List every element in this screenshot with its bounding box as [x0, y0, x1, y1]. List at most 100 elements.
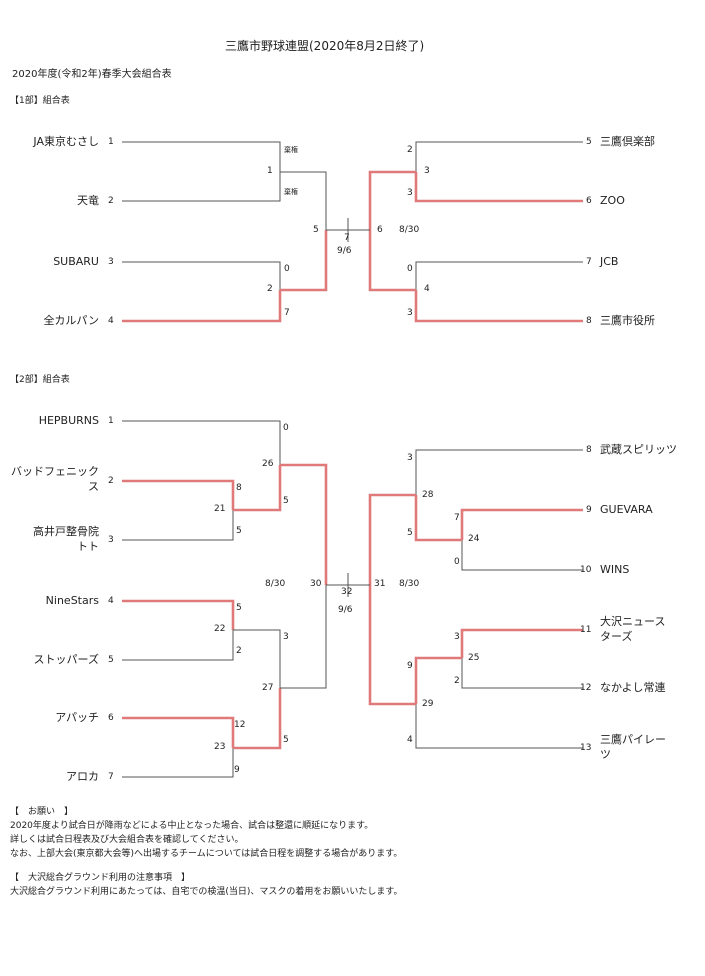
- team-seed: 8: [586, 445, 592, 455]
- match-number: 22: [214, 624, 226, 634]
- match-number: 1: [267, 166, 273, 176]
- page-subtitle: 2020年度(令和2年)春季大会組合表: [12, 69, 172, 80]
- match-number: 24: [468, 534, 480, 544]
- team-seed: 13: [580, 743, 592, 753]
- match-number: 3: [424, 166, 430, 176]
- team-name-cont: トト: [77, 540, 99, 553]
- score: 2: [407, 145, 413, 155]
- score: 12: [234, 720, 246, 730]
- team-name: アパッチ: [55, 711, 99, 724]
- team-seed: 6: [586, 196, 592, 206]
- team-name: 三鷹倶楽部: [600, 135, 655, 148]
- team-name: 全カルパン: [43, 314, 99, 327]
- team-name: 三鷹パイレー: [600, 733, 666, 746]
- team-name: なかよし常連: [600, 681, 666, 694]
- team-seed: 5: [586, 137, 592, 147]
- team-name-cont: ス: [88, 480, 99, 493]
- score: 3: [407, 188, 413, 198]
- notes-heading: 【 お願い 】: [10, 807, 74, 817]
- semifinal-date: 8/30: [265, 579, 286, 589]
- team-name: アロカ: [66, 770, 99, 783]
- team-seed: 10: [580, 565, 592, 575]
- team-name: NineStars: [45, 594, 99, 607]
- score: 7: [284, 308, 290, 318]
- div2-label: 【2部】組合表: [10, 375, 70, 385]
- match-number: 5: [313, 225, 319, 235]
- team-seed: 11: [580, 625, 592, 635]
- team-seed: 12: [580, 683, 592, 693]
- score: 5: [236, 603, 242, 613]
- page-title: 三鷹市野球連盟(2020年8月2日終了): [225, 39, 425, 53]
- score: 2: [454, 676, 460, 686]
- team-name: JA東京むさし: [33, 135, 99, 148]
- notes-line: なお、上部大会(東京都大会等)へ出場するチームについては試合日程を調整する場合が…: [10, 849, 403, 859]
- match-number: 27: [262, 683, 274, 693]
- score: 5: [283, 735, 289, 745]
- team-seed: 3: [108, 535, 114, 545]
- final-score: 32: [341, 587, 353, 597]
- div1-right-lines: [348, 141, 583, 323]
- match-number: 4: [424, 284, 430, 294]
- div1-label: 【1部】組合表: [10, 96, 70, 106]
- team-name: SUBARU: [53, 255, 99, 268]
- team-seed: 8: [586, 316, 592, 326]
- team-name: ZOO: [600, 194, 625, 207]
- score: 0: [407, 264, 413, 274]
- team-name: バッドフェニック: [11, 465, 99, 478]
- team-name: 三鷹市役所: [600, 314, 655, 327]
- notes-line: 大沢総合グラウンド利用にあたっては、自宅での検温(当日)、マスクの着用をお願いい…: [10, 887, 403, 897]
- match-number: 28: [422, 490, 434, 500]
- score: 5: [283, 496, 289, 506]
- score: 9: [407, 661, 413, 671]
- team-seed: 1: [108, 137, 114, 147]
- team-name: 天竜: [77, 194, 99, 207]
- semifinal-date: 8/30: [399, 225, 420, 235]
- score: 3: [454, 632, 460, 642]
- final-score: 7: [344, 233, 350, 243]
- div2-left-lines: [122, 420, 349, 778]
- score: 3: [407, 453, 413, 463]
- match-number: 25: [468, 653, 480, 663]
- match-number: 29: [422, 699, 434, 709]
- match-number: 30: [310, 579, 322, 589]
- team-seed: 2: [108, 196, 114, 206]
- team-seed: 7: [586, 257, 592, 267]
- match-number: 6: [377, 225, 383, 235]
- score: 2: [236, 646, 242, 656]
- team-name: GUEVARA: [600, 503, 653, 516]
- score: 0: [283, 423, 289, 433]
- team-name: 大沢ニュース: [600, 615, 666, 628]
- team-seed: 2: [108, 476, 114, 486]
- team-seed: 4: [108, 316, 114, 326]
- final-date: 9/6: [338, 605, 353, 615]
- score: 8: [236, 483, 242, 493]
- score: 5: [236, 526, 242, 536]
- score: 3: [283, 632, 289, 642]
- team-seed: 4: [108, 596, 114, 606]
- team-seed: 3: [108, 257, 114, 267]
- score: 7: [454, 513, 460, 523]
- team-name: JCB: [600, 255, 619, 268]
- team-name: HEPBURNS: [38, 414, 99, 427]
- notes-line: 詳しくは試合日程表及び大会組合表を確認してください。: [10, 835, 244, 845]
- div1-left-lines: [122, 141, 349, 323]
- match-number: 2: [267, 284, 273, 294]
- team-seed: 9: [586, 505, 592, 515]
- div2-right-lines: [348, 449, 583, 749]
- team-name: ストッパーズ: [33, 653, 99, 666]
- match-number: 26: [262, 459, 274, 469]
- team-seed: 5: [108, 655, 114, 665]
- score: 0: [284, 264, 290, 274]
- notes-line: 2020年度より試合日が降雨などによる中止となった場合、試合は整還に順延になりま…: [10, 821, 374, 831]
- score: 5: [407, 528, 413, 538]
- score: 4: [407, 735, 413, 745]
- team-name: WINS: [600, 563, 630, 576]
- team-seed: 7: [108, 772, 114, 782]
- semifinal-date: 8/30: [399, 579, 420, 589]
- score: 3: [407, 308, 413, 318]
- team-name: 武蔵スピリッツ: [600, 443, 677, 456]
- team-name-cont: ターズ: [600, 630, 633, 643]
- forfeit-label: 棄権: [284, 188, 298, 196]
- notes-heading: 【 大沢総合グラウンド利用の注意事項 】: [10, 873, 191, 883]
